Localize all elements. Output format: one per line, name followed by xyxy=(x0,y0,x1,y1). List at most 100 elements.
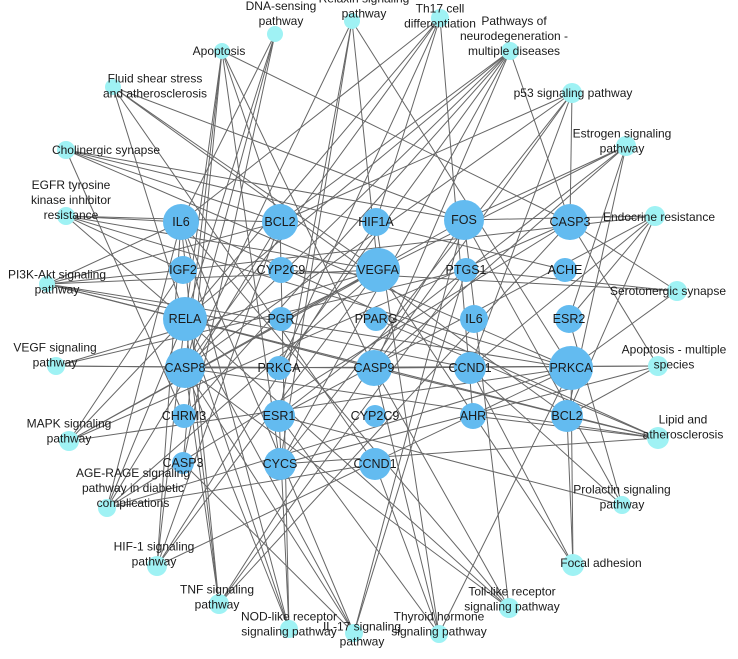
edge-p_fluid-t_vegfa xyxy=(112,86,379,271)
pathway-node-p_p53[interactable]: p53 signaling pathway xyxy=(514,83,633,103)
edge-p_il17-t_ptgs1 xyxy=(353,269,467,634)
edge-p_serotonergic-t_ptgs1 xyxy=(465,269,678,292)
target-node-t_casp3a[interactable]: CASP3 xyxy=(550,204,591,240)
node-circle xyxy=(454,258,478,282)
pathway-node-p_cholinergic[interactable]: Cholinergic synapse xyxy=(52,141,160,159)
target-node-t_casp9[interactable]: CASP9 xyxy=(354,350,395,386)
node-circle xyxy=(280,620,298,638)
pathway-node-p_focal[interactable]: Focal adhesion xyxy=(560,554,642,576)
edge-p_focal-t_bcl2b xyxy=(566,415,574,566)
target-node-t_hif1a[interactable]: HIF1A xyxy=(358,208,394,236)
node-circle xyxy=(267,26,283,42)
edge-p_il17-t_il6a xyxy=(180,221,355,634)
node-label: PRKCA xyxy=(549,361,593,375)
edge-p_nod-t_il6a xyxy=(180,221,290,630)
pathway-node-p_endocrine[interactable]: Endocrine resistance xyxy=(603,206,715,226)
target-node-t_pgr[interactable]: PGR xyxy=(267,307,295,331)
target-node-t_ahr[interactable]: AHR xyxy=(460,403,486,429)
target-node-t_ache[interactable]: ACHE xyxy=(548,258,583,282)
target-node-t_rela[interactable]: RELA xyxy=(163,297,207,341)
node-circle xyxy=(268,257,294,283)
node-label: ESR1 xyxy=(263,409,296,423)
node-circle xyxy=(613,496,631,514)
node-label-line: IGF2 xyxy=(169,263,197,277)
target-node-t_cycs[interactable]: CYCS xyxy=(263,448,298,480)
target-node-t_bcl2b[interactable]: BCL2 xyxy=(551,400,583,432)
target-node-t_fos[interactable]: FOS xyxy=(444,200,484,240)
target-node-t_il6b[interactable]: IL6 xyxy=(460,305,488,333)
node-label-line: resistance xyxy=(44,208,99,222)
node-label: p53 signaling pathway xyxy=(514,86,633,100)
edge-p_il17-t_fos xyxy=(353,219,465,634)
target-node-t_vegfa[interactable]: VEGFA xyxy=(356,248,400,292)
edge-p_apoptosis_multi-t_bcl2b xyxy=(566,365,659,417)
edge-p_cytosolic-t_il6a xyxy=(180,33,276,223)
node-label: IL6 xyxy=(465,312,482,326)
node-label-line: PGR xyxy=(267,312,294,326)
edge-p_pi3k-t_casp9 xyxy=(46,283,375,369)
edge-p_relaxin-t_cycs xyxy=(279,20,353,465)
target-node-t_il6a[interactable]: IL6 xyxy=(163,204,199,240)
target-node-t_bcl2a[interactable]: BCL2 xyxy=(262,204,298,240)
target-node-t_igf2[interactable]: IGF2 xyxy=(169,256,197,284)
target-node-t_ccnd1a[interactable]: CCND1 xyxy=(448,352,492,384)
target-node-t_ccnd1b[interactable]: CCND1 xyxy=(353,448,397,480)
node-label: CYP2C9 xyxy=(351,409,400,423)
target-node-t_casp8[interactable]: CASP8 xyxy=(165,348,206,388)
edge-p_prolactin-t_fos xyxy=(463,219,623,506)
edge-p_neurodeg-t_casp3a xyxy=(509,50,571,223)
node-label-line: ESR2 xyxy=(553,312,586,326)
node-label-line: Cholinergic synapse xyxy=(52,143,160,157)
target-node-t_ptgs1[interactable]: PTGS1 xyxy=(446,258,487,282)
edge-p_mapk-t_igf2 xyxy=(68,269,184,442)
target-node-t_prkcab[interactable]: PRKCA xyxy=(549,346,593,390)
edge-p_tolllike-t_casp8 xyxy=(184,367,510,609)
node-label: PPARG xyxy=(355,312,398,326)
target-node-t_cyp2c9a[interactable]: CYP2C9 xyxy=(257,257,306,283)
pathway-node-p_serotonergic[interactable]: Serotonergic synapse xyxy=(610,281,726,301)
node-label-line: Fluid shear stress xyxy=(108,72,203,86)
target-node-t_prkcaa[interactable]: PRKCA xyxy=(257,356,301,380)
edge-p_nod-t_casp8 xyxy=(184,367,290,630)
target-node-t_esr1[interactable]: ESR1 xyxy=(263,400,296,432)
target-node-t_chrm3[interactable]: CHRM3 xyxy=(162,404,206,428)
node-circle xyxy=(616,136,636,156)
node-circle xyxy=(549,346,593,390)
node-label-line: Th17 cell xyxy=(416,2,465,16)
target-node-t_pparg[interactable]: PPARG xyxy=(355,307,398,331)
edge-p_cholinergic-t_prkcab xyxy=(65,149,572,369)
node-label: ACHE xyxy=(548,263,583,277)
pathway-node-p_apoptosis[interactable]: Apoptosis xyxy=(193,43,246,59)
target-node-t_casp3b[interactable]: CASP3 xyxy=(163,452,204,474)
node-circle xyxy=(209,594,229,614)
edge-p_fluid-t_bcl2b xyxy=(112,86,568,417)
edge-p_p53-t_bcl2a xyxy=(279,92,573,223)
node-circle xyxy=(172,452,194,474)
target-node-t_cyp2c9b[interactable]: CYP2C9 xyxy=(351,405,400,427)
target-node-t_esr2[interactable]: ESR2 xyxy=(553,305,586,333)
